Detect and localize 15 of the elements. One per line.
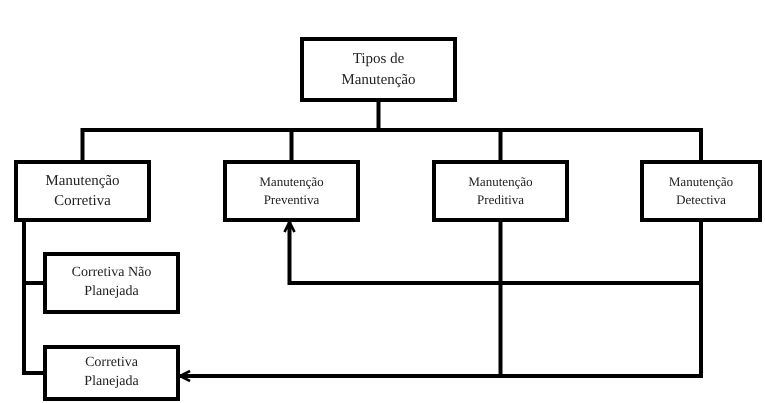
node-label: Manutenção Detectiva — [668, 173, 734, 209]
node-label: Corretiva Não Planejada — [71, 264, 152, 301]
process-box — [43, 345, 180, 401]
process-box — [640, 160, 762, 222]
connector-line — [376, 102, 703, 160]
node-label: Manutenção Preditiva — [467, 173, 534, 209]
node-label: Corretiva Planejada — [83, 354, 140, 391]
process-box — [300, 37, 457, 102]
node-label: Manutenção Preventiva — [258, 173, 325, 209]
process-box — [14, 160, 151, 222]
node-label: Tipos de Manutenção — [340, 50, 417, 90]
node-label: Manutenção Corretiva — [44, 172, 121, 211]
process-box — [223, 160, 360, 222]
process-box — [43, 252, 180, 314]
process-box — [432, 160, 569, 222]
